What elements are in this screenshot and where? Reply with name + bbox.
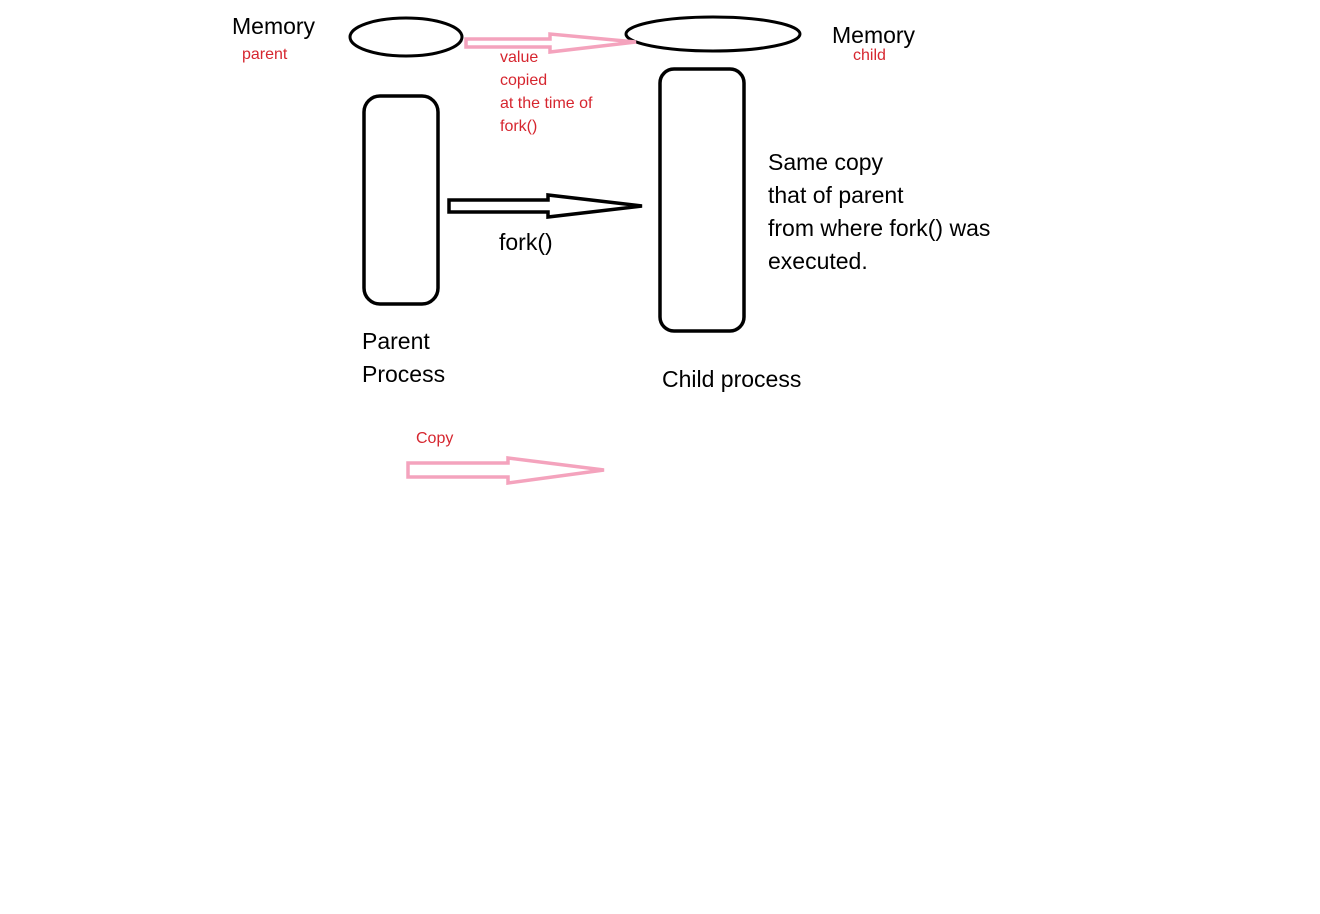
fork-label: fork() xyxy=(499,229,553,255)
same-copy-line: that of parent xyxy=(768,182,904,208)
same-copy-line: executed. xyxy=(768,248,868,274)
parent-process-box xyxy=(362,94,440,306)
value-copied-annotation: value copied at the time of fork() xyxy=(500,46,593,138)
parent-process-line: Parent xyxy=(362,328,430,354)
memory-parent-label: Memory xyxy=(232,13,316,39)
value-copied-line: value xyxy=(500,49,539,66)
parent-memory-ellipse xyxy=(348,16,464,58)
legend-copy-label: Copy xyxy=(416,430,454,447)
parent-process-label: Parent Process xyxy=(362,325,445,391)
child-memory-ellipse xyxy=(624,15,802,53)
value-copied-line: copied xyxy=(500,72,548,89)
memory-child-label: Memory xyxy=(832,22,916,48)
value-copied-line: at the time of xyxy=(500,95,593,112)
memory-child-sublabel: child xyxy=(853,47,886,64)
fork-arrow xyxy=(447,193,643,219)
parent-process-line: Process xyxy=(362,361,446,387)
same-copy-line: from where fork() was xyxy=(768,215,991,241)
same-copy-line: Same copy xyxy=(768,149,884,175)
child-process-label: Child process xyxy=(662,366,802,392)
memory-parent-sublabel: parent xyxy=(242,46,288,63)
memory-copy-arrow xyxy=(464,32,637,54)
value-copied-line: fork() xyxy=(500,118,538,135)
same-copy-note: Same copy that of parent from where fork… xyxy=(768,146,990,278)
legend-copy-arrow xyxy=(406,456,605,486)
child-process-box xyxy=(658,67,746,333)
